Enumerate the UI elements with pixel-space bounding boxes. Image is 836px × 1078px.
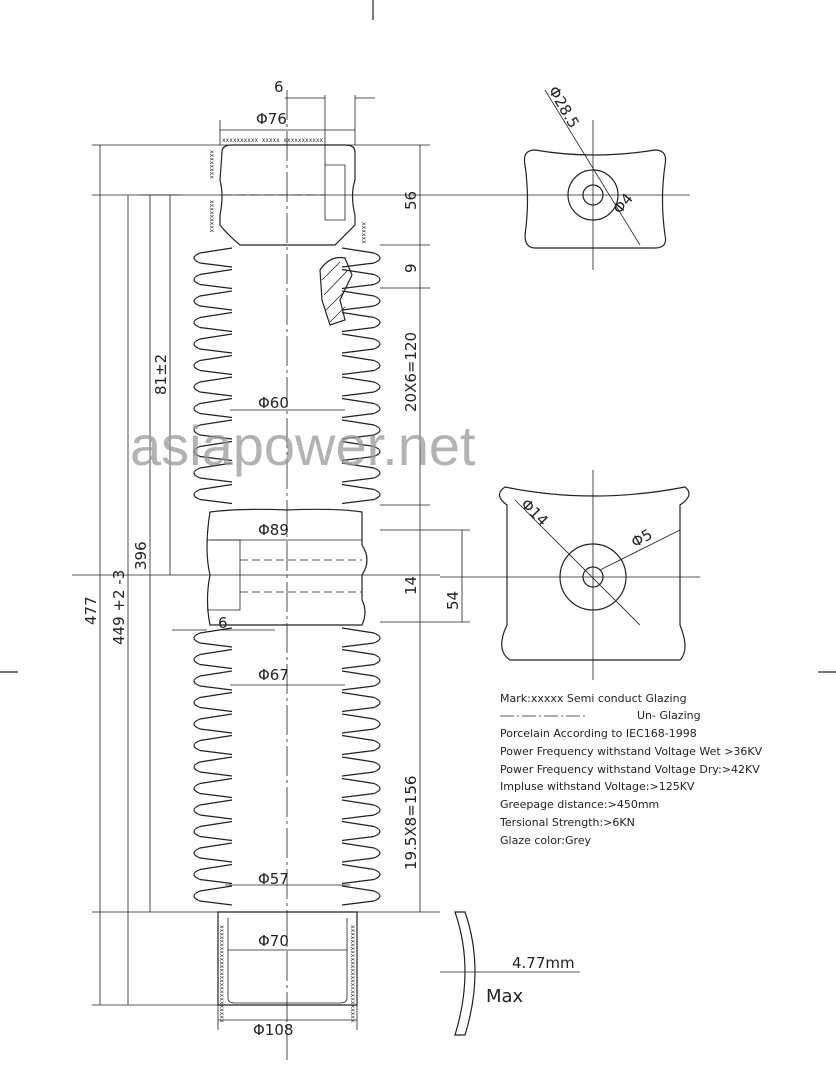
shed bbox=[193, 734, 381, 756]
glaze-mark: xxxxxxxxx bbox=[208, 200, 215, 233]
dim-top-offset: 6 bbox=[274, 78, 284, 96]
shed bbox=[193, 691, 381, 713]
dim-upper-len: 81±2 bbox=[152, 354, 170, 395]
dim-mid-gap: 14 bbox=[402, 576, 420, 595]
note-torsional: Tersional Strength:>6KN bbox=[499, 816, 635, 829]
note-glaze-color: Glaze color:Grey bbox=[500, 834, 592, 847]
dim-shed-dia-top: Φ60 bbox=[258, 394, 289, 412]
dim-top-dia: Φ76 bbox=[256, 110, 287, 128]
dim-base-outer: Φ108 bbox=[253, 1021, 293, 1039]
shed bbox=[193, 333, 381, 354]
dim-shed-pitch-top: 20X6=120 bbox=[402, 332, 420, 412]
shed bbox=[193, 670, 381, 691]
dim-top-height: 56 bbox=[402, 191, 420, 210]
watermark: asiapower.net bbox=[130, 414, 476, 477]
shed bbox=[193, 247, 381, 268]
dim-base-inner: Φ70 bbox=[258, 932, 289, 950]
dim-core-dia: Φ57 bbox=[258, 870, 289, 888]
shed bbox=[193, 863, 381, 885]
glaze-mark: xxxxxxxx bbox=[208, 150, 215, 179]
shed bbox=[193, 311, 381, 333]
dim-shed-dia-low: Φ67 bbox=[258, 666, 289, 684]
dim-deflection: 4.77mm bbox=[512, 954, 575, 972]
glaze-mark: xxxxxxxxxxxxxxxxxxxxxxxxxxx bbox=[218, 925, 225, 1023]
base-fitting bbox=[217, 911, 358, 1006]
shed bbox=[193, 885, 381, 906]
shed bbox=[193, 627, 381, 648]
shed bbox=[193, 440, 381, 462]
shed bbox=[193, 713, 381, 734]
shed bbox=[193, 354, 381, 376]
shed bbox=[193, 376, 381, 397]
shed bbox=[193, 397, 381, 419]
technical-notes: Mark:xxxxx Semi conduct Glazing Un- Glaz… bbox=[499, 692, 763, 847]
shed bbox=[193, 799, 381, 820]
dim-mid-height: 54 bbox=[444, 591, 462, 610]
note-porcelain: Porcelain According to IEC168-1998 bbox=[500, 727, 697, 740]
top-slot bbox=[324, 164, 346, 221]
dim-overall: 449 +2 -3 bbox=[110, 570, 128, 645]
shed bbox=[193, 842, 381, 863]
shed bbox=[193, 820, 381, 842]
mid-detail-view bbox=[498, 486, 690, 661]
note-impulse: Impluse withstand Voltage:>125KV bbox=[500, 780, 695, 793]
glaze-mark: xxxxxxxxxx xxxxx xxxxxxxxxxx bbox=[222, 137, 324, 144]
dim-total: 477 bbox=[82, 596, 100, 625]
shed bbox=[193, 462, 381, 483]
shed bbox=[193, 648, 381, 670]
glaze-mark: xxxxxxxxxxxxxxxxxxxxxxxxxxx bbox=[349, 925, 356, 1023]
dimension-lines bbox=[99, 95, 463, 1030]
note-mark: Mark:xxxxx Semi conduct Glazing bbox=[500, 692, 687, 705]
note-creepage: Greepage distance:>450mm bbox=[500, 798, 659, 811]
shed bbox=[193, 777, 381, 799]
dim-mid-dia: Φ89 bbox=[258, 521, 289, 539]
note-dry-voltage: Power Frequency withstand Voltage Dry:>4… bbox=[500, 763, 760, 776]
deflection-detail bbox=[454, 911, 476, 1036]
shed bbox=[193, 419, 381, 440]
dim-mid-offset: 6 bbox=[218, 614, 228, 632]
dim-shed-pitch-low: 19.5X8=156 bbox=[402, 776, 420, 870]
section-hatch bbox=[319, 256, 353, 326]
dim-detail-mid-hole: Φ5 bbox=[628, 525, 655, 551]
hatch-lines bbox=[321, 261, 349, 323]
top-detail-view bbox=[523, 149, 667, 249]
glaze-mark: xxxxxx bbox=[360, 222, 367, 244]
shed bbox=[193, 268, 381, 290]
note-wet-voltage: Power Frequency withstand Voltage Wet >3… bbox=[500, 745, 763, 758]
dim-deflection-label: Max bbox=[486, 986, 524, 1007]
dim-detail-top-dia: Φ28.5 bbox=[545, 83, 583, 131]
dim-detail-top-hole: Φ4 bbox=[609, 190, 637, 218]
shed bbox=[193, 756, 381, 777]
base-bore bbox=[227, 918, 348, 1004]
dim-lower-len: 396 bbox=[132, 541, 150, 570]
note-unglazing: Un- Glazing bbox=[637, 709, 701, 722]
sheds bbox=[193, 247, 381, 906]
dim-detail-mid-dia: Φ14 bbox=[517, 495, 552, 530]
shed bbox=[193, 290, 381, 311]
shed bbox=[193, 483, 381, 505]
dim-neck: 9 bbox=[402, 263, 420, 273]
